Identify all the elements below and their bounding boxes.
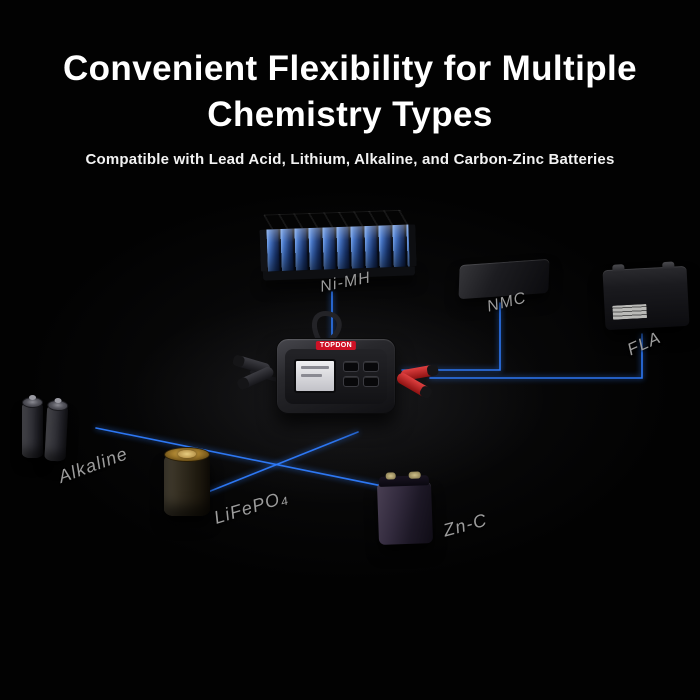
title-line-2: Chemistry Types xyxy=(207,94,493,134)
fla-terminal xyxy=(662,261,675,271)
line-alkaline-to-znc xyxy=(95,427,403,491)
cell-terminal xyxy=(178,450,196,458)
device-key xyxy=(363,361,379,372)
nine-volt-terminal xyxy=(385,472,396,480)
battery-tester-device: TOPDON xyxy=(276,338,396,414)
battery-terminal-nub xyxy=(29,395,36,400)
lifepo4-cell xyxy=(164,447,210,516)
alkaline-batteries xyxy=(22,395,69,462)
znc-9v-battery xyxy=(376,471,434,545)
device-brand-logo: TOPDON xyxy=(315,341,357,350)
line-fla-to-device xyxy=(429,333,643,379)
line-lifepo4-to-device xyxy=(197,431,359,497)
fla-terminal xyxy=(612,264,625,273)
battery-terminal-nub xyxy=(54,397,62,404)
fla-car-battery xyxy=(602,261,690,331)
screen-content-line xyxy=(301,374,322,377)
header: Convenient Flexibility for Multiple Chem… xyxy=(0,46,700,168)
black-clamp xyxy=(221,349,279,402)
fla-label-sticker xyxy=(612,303,648,320)
device-key xyxy=(363,376,379,387)
device-top-cable xyxy=(312,311,342,353)
screen-content-line xyxy=(301,366,329,369)
nine-volt-terminal xyxy=(408,471,421,479)
device-key xyxy=(343,361,359,372)
title-line-1: Convenient Flexibility for Multiple xyxy=(62,49,638,88)
aa-battery xyxy=(44,397,69,462)
nimh-pack-cells xyxy=(259,224,417,272)
page-title: Convenient Flexibility for Multiple Chem… xyxy=(0,46,700,137)
nmc-pouch-battery xyxy=(458,258,550,300)
device-buttons xyxy=(343,361,379,387)
device-screen xyxy=(294,359,336,393)
device-front-panel xyxy=(285,349,387,404)
aa-battery xyxy=(22,395,43,458)
device-key xyxy=(343,376,359,387)
nimh-battery-pack xyxy=(259,209,417,281)
subtitle: Compatible with Lead Acid, Lithium, Alka… xyxy=(85,151,615,168)
